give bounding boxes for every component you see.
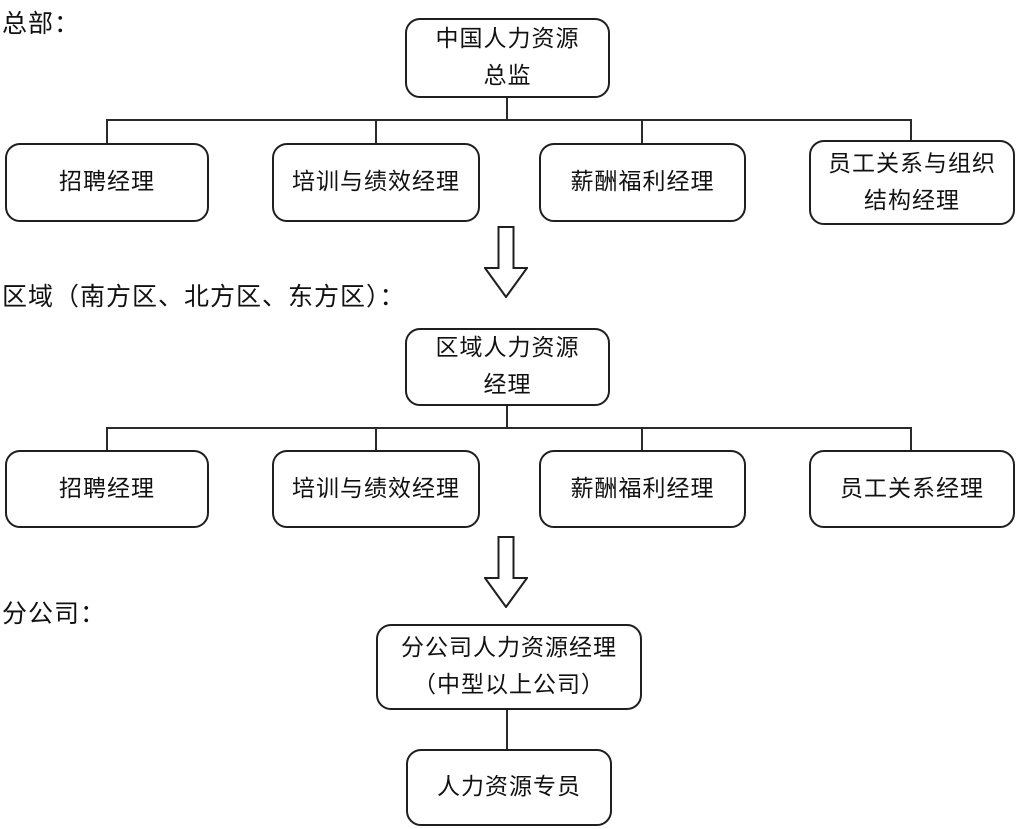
connector-line — [641, 119, 643, 143]
node-label: 员工关系与组织 — [828, 150, 996, 176]
node-branch-hr-manager-line1: 分公司人力资源经理 — [401, 635, 617, 661]
node-region-employee-relations-manager: 员工关系经理 — [809, 450, 1015, 528]
node-hq-recruitment-manager: 招聘经理 — [5, 143, 209, 222]
node-branch-hr-manager-line2: （中型以上公司） — [413, 672, 605, 697]
node-label: 结构经理 — [864, 187, 960, 213]
node-label: 培训与绩效经理 — [292, 475, 460, 501]
connector-line — [106, 427, 108, 451]
connector-line — [910, 119, 912, 141]
down-arrow-icon — [484, 226, 528, 298]
node-region-hr-manager-line1: 区域人力资源 — [435, 335, 580, 361]
connector-line — [910, 427, 912, 451]
down-arrow-icon — [484, 536, 528, 608]
connector-line — [506, 406, 508, 428]
node-label: 薪酬福利经理 — [570, 475, 715, 501]
section-label-branch: 分公司： — [2, 601, 107, 628]
connector-line — [506, 98, 508, 120]
node-label: 员工关系经理 — [840, 475, 984, 501]
node-hq-training-performance-manager: 培训与绩效经理 — [272, 143, 480, 222]
node-region-training-performance-manager: 培训与绩效经理 — [272, 450, 480, 528]
connector-line — [375, 119, 377, 143]
node-region-hr-manager-line2: 经理 — [483, 372, 532, 397]
node-hr-specialist: 人力资源专员 — [406, 749, 612, 826]
section-label-headquarters: 总部： — [2, 11, 81, 38]
node-hq-director-line1: 中国人力资源 — [435, 26, 580, 52]
connector-line — [641, 427, 643, 451]
node-hq-employee-relations-org-manager: 员工关系与组织 结构经理 — [809, 140, 1015, 225]
node-label: 培训与绩效经理 — [292, 169, 460, 195]
node-region-recruitment-manager: 招聘经理 — [5, 450, 209, 528]
node-label: 人力资源专员 — [437, 774, 581, 800]
connector-line — [506, 710, 508, 749]
section-label-region: 区域（南方区、北方区、东方区）： — [2, 284, 406, 311]
connector-line — [375, 427, 377, 451]
connector-line — [106, 119, 108, 143]
node-hq-compensation-benefits-manager: 薪酬福利经理 — [539, 143, 746, 222]
node-label: 招聘经理 — [59, 475, 155, 501]
node-label: 招聘经理 — [59, 169, 155, 195]
node-region-compensation-benefits-manager: 薪酬福利经理 — [539, 450, 746, 528]
connector-line — [106, 119, 912, 121]
connector-line — [106, 427, 912, 429]
node-hq-director-line2: 总监 — [483, 63, 532, 88]
node-label: 薪酬福利经理 — [570, 169, 715, 195]
node-branch-hr-manager: 分公司人力资源经理 （中型以上公司） — [376, 624, 642, 710]
node-region-hr-manager: 区域人力资源 经理 — [405, 328, 610, 406]
node-hq-director: 中国人力资源 总监 — [405, 18, 610, 98]
